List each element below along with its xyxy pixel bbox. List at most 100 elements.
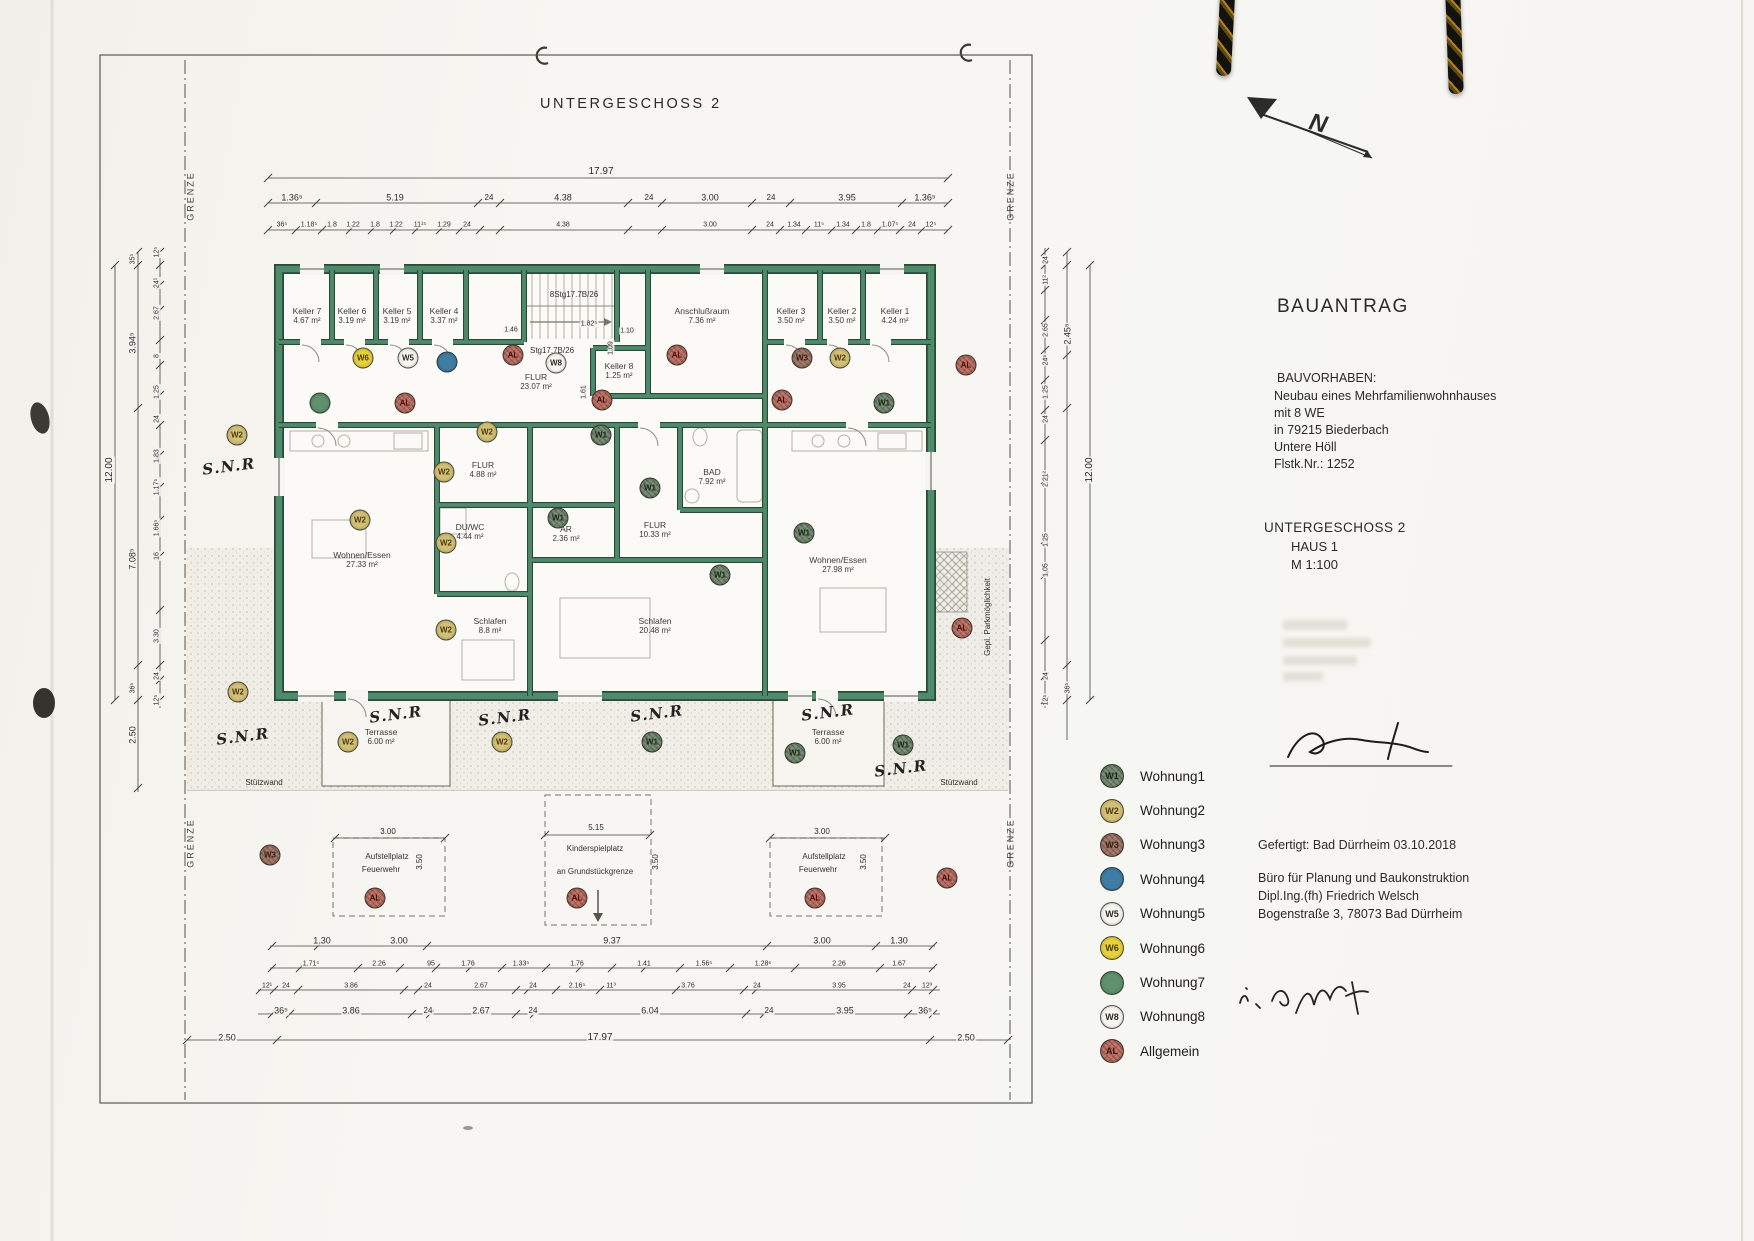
- unit-marker-al: AL: [666, 344, 688, 366]
- terraces: [321, 695, 885, 787]
- room-area: 7.92 m²: [698, 477, 726, 487]
- room-name: Keller 4: [429, 306, 459, 317]
- unit-marker-w1: W1: [590, 424, 612, 446]
- room-name: Schlafen: [473, 616, 507, 627]
- dimension-text: 2.26: [831, 960, 847, 968]
- room-name: Schlafen: [638, 616, 672, 627]
- dimension-text: 2.67: [471, 1005, 491, 1016]
- dimension-text: 24: [1042, 255, 1050, 265]
- dimension-text: 4.38: [555, 221, 571, 229]
- dimension-text: 1.8: [369, 221, 381, 229]
- legend-item: AL Allgemein: [1100, 1034, 1205, 1068]
- dimension-text: 17.97: [586, 1032, 614, 1043]
- dimension-text: 1.30: [889, 935, 909, 946]
- dimension-text: 1.41: [636, 960, 652, 968]
- interior-walls: [279, 270, 931, 696]
- dimension-text: 36⁵: [273, 1005, 289, 1016]
- dimension-text: 24: [483, 193, 495, 202]
- unit-marker-w2: W2: [337, 731, 359, 753]
- dimension-text: 3.86: [343, 982, 359, 990]
- unit-marker-al: AL: [566, 887, 588, 909]
- dimension-text: 24: [153, 671, 161, 681]
- legend-icon-w1: W1: [1100, 764, 1124, 789]
- legend-item: Wohnung7: [1100, 965, 1205, 999]
- dimension-text: 12.00: [1084, 456, 1095, 484]
- binding-cord: [1445, 0, 1464, 95]
- room-name: AR: [560, 524, 572, 535]
- room-area: 4.67 m²: [293, 316, 321, 326]
- project-line-3: in 79215 Biederbach: [1274, 423, 1389, 437]
- dimension-text: 24: [1042, 414, 1050, 424]
- dimension-text: 1.46: [503, 326, 519, 334]
- faded-stamp-line: [1283, 638, 1371, 647]
- dimension-text: 24: [422, 1006, 434, 1015]
- room-area: 3.50 m²: [828, 316, 856, 326]
- dimension-text: 1.33⁵: [511, 960, 531, 968]
- unit-marker-w1: W1: [793, 522, 815, 544]
- legend-label: Wohnung3: [1140, 837, 1206, 853]
- room-area: 6.00 m²: [814, 737, 842, 747]
- dimension-text: 24: [527, 1006, 539, 1015]
- annotation-tiny: Feuerwehr: [361, 865, 401, 874]
- dimension-text: 1.76: [569, 960, 585, 968]
- project-line-4: Untere Höll: [1274, 440, 1337, 454]
- dimension-text: 1.61: [580, 384, 588, 400]
- dimension-text: 6.04: [640, 1005, 660, 1016]
- dimension-text: 1.76: [460, 960, 476, 968]
- dimension-text: 36⁵: [275, 221, 289, 229]
- dimension-text: 1.34: [786, 221, 802, 229]
- dimension-text: 12⁵: [924, 221, 938, 229]
- dimension-text: 3.00: [812, 935, 832, 946]
- dimension-text: 7.08⁵: [127, 547, 138, 571]
- dimension-text: 1.18⁵: [299, 221, 319, 229]
- dimension-text: 3.30: [153, 628, 161, 644]
- dimension-text: 24: [462, 221, 472, 229]
- room-area: 6.00 m²: [367, 737, 395, 747]
- dimension-text: 12.00: [104, 456, 115, 484]
- unit-marker-al: AL: [502, 344, 524, 366]
- dimension-text: 24: [752, 982, 762, 990]
- dimension-text: 1.67: [891, 960, 907, 968]
- dimension-text: 24: [528, 982, 538, 990]
- dimension-text: 9.37: [602, 935, 622, 946]
- dimension-text: 11⁵: [812, 221, 826, 229]
- playground-arrow: [593, 890, 603, 922]
- legend-label: Wohnung1: [1140, 768, 1206, 784]
- bauvorhaben-label: BAUVORHABEN:: [1277, 371, 1377, 385]
- annotation-tiny: Feuerwehr: [798, 865, 838, 874]
- dimension-text: 4.38: [553, 192, 573, 203]
- dimension-text: 24: [907, 221, 917, 229]
- dimension-text: 1.22: [345, 221, 361, 229]
- dimension-text: 1.8: [326, 221, 338, 229]
- dimension-text: 36⁵: [129, 681, 137, 695]
- unit-marker-w1: W1: [641, 731, 663, 753]
- legend-label: Allgemein: [1140, 1043, 1200, 1059]
- room-name: DU/WC: [455, 522, 485, 533]
- dimension-text: 3.00: [379, 827, 397, 836]
- unit-marker-al: AL: [955, 354, 977, 376]
- planned-parking-area: [932, 551, 968, 613]
- room-area: 3.19 m²: [338, 316, 366, 326]
- legend-icon-al: AL: [1100, 1039, 1124, 1064]
- dimension-text: 1.25: [153, 384, 161, 400]
- dimension-text: 5.15: [587, 823, 605, 832]
- room-name: Keller 2: [827, 306, 857, 317]
- room-name: Wohnen/Essen: [809, 555, 867, 566]
- dimension-text: 17.97: [587, 166, 615, 177]
- room-area: 27.33 m²: [346, 560, 378, 570]
- unit-marker-al: AL: [804, 887, 826, 909]
- dimension-text: 24⁵: [1042, 353, 1050, 367]
- unit-marker-w1: W1: [873, 392, 895, 414]
- annotation-tiny: Aufstellplatz: [802, 852, 846, 861]
- dimension-text: 1.34: [835, 221, 851, 229]
- dimension-text: 12⁵: [153, 693, 161, 707]
- dimension-text: 24: [765, 193, 777, 202]
